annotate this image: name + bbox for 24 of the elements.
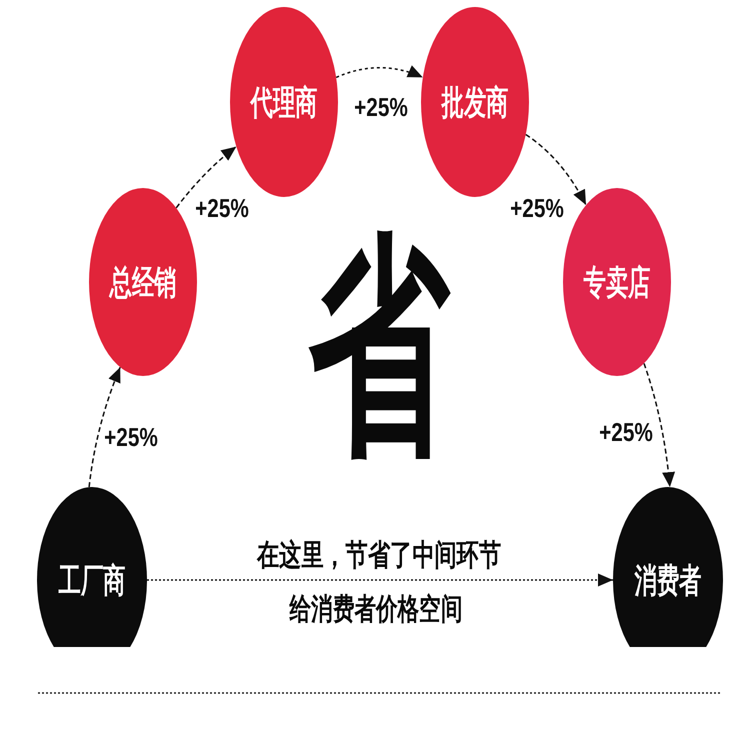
edge-label: +25% [599, 419, 653, 445]
node-label: 专卖店 [583, 266, 651, 300]
arrow [336, 66, 424, 78]
arrow [147, 574, 613, 586]
ellipse-node [563, 188, 671, 376]
edge-label: +25% [195, 195, 249, 221]
large-character: 省 [308, 230, 450, 464]
node-label: 批发商 [441, 86, 509, 120]
slogan-text: 给消费者价格空间 [290, 595, 462, 625]
arrow [88, 366, 121, 488]
node-label: 总经销 [109, 266, 177, 300]
arrow [643, 363, 675, 488]
ellipse-node [230, 7, 338, 197]
ellipse-node [421, 7, 529, 197]
edge-label: +25% [354, 94, 408, 120]
node-label: 消费者 [634, 564, 702, 598]
arrow [176, 146, 237, 208]
arrow [525, 134, 587, 206]
slogan-text: 在这里，节省了中间环节 [256, 541, 502, 571]
edge-label: +25% [510, 195, 564, 221]
node-label: 代理商 [250, 86, 318, 120]
edge-label: +25% [104, 424, 158, 450]
ellipse-node [89, 188, 197, 376]
node-label: 工厂商 [58, 564, 126, 598]
